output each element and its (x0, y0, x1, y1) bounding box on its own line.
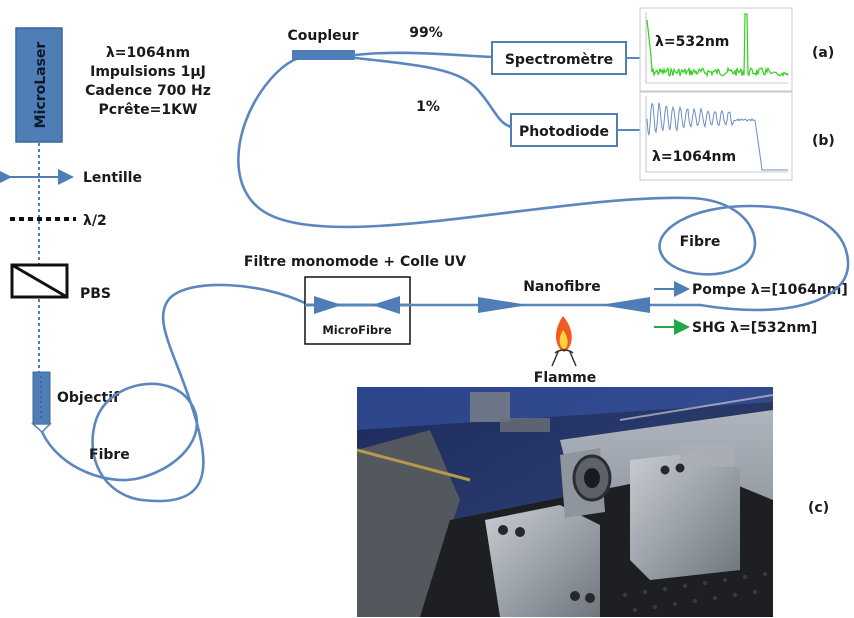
microfibre-box: MicroFibre (304, 276, 411, 345)
flame-icon (551, 316, 577, 367)
filtre-title: Filtre monomode + Colle UV (244, 254, 466, 270)
microlaser: MicroLaser (15, 27, 63, 143)
photo-breadboard-holes (623, 572, 767, 612)
spectrum-panel-b: λ=1064nm (639, 91, 793, 181)
fibre-left-label: Fibre (89, 447, 130, 463)
spectrum-a-trace (646, 13, 789, 78)
spectrum-b-frame (639, 91, 793, 181)
photo-metal-block-right (630, 450, 740, 580)
panel-c-label: (c) (808, 500, 829, 516)
spectrum-b-trace (646, 102, 788, 171)
fiber-left-path (40, 283, 307, 503)
objectif-label: Objectif (57, 390, 120, 406)
pompe-label: Pompe λ=[1064nm] (692, 282, 848, 298)
panel-b-label: (b) (812, 133, 835, 149)
microfibre-taper-right (314, 296, 342, 314)
photodiode-box: Photodiode (510, 113, 618, 147)
nanofibre: Nanofibre (408, 279, 702, 313)
microlaser-body (15, 27, 63, 143)
pbs: PBS (10, 263, 111, 302)
waveplate: λ/2 (10, 213, 107, 229)
nanofibre-taper-in (478, 297, 528, 313)
waveplate-label: λ/2 (83, 213, 107, 229)
lentille: Lentille (0, 169, 142, 186)
panel-a-label: (a) (812, 45, 834, 61)
coupleur-body (292, 50, 355, 60)
shg-label: SHG λ=[532nm] (692, 320, 817, 336)
laser-specs: λ=1064nm Impulsions 1µJ Cadence 700 Hz P… (85, 45, 211, 118)
laser-spec-wavelength: λ=1064nm (106, 45, 190, 61)
spectrum-a-frame (639, 7, 793, 92)
fiber-to-spectrometre (353, 51, 494, 59)
spectrum-b-wavelength: λ=1064nm (652, 149, 736, 165)
pbs-diagonal (11, 263, 68, 299)
ratio-99-label: 99% (409, 25, 443, 41)
photo-metal-block-left (485, 505, 600, 617)
spectrum-a-wavelength: λ=532nm (655, 34, 729, 50)
photodiode-label: Photodiode (519, 124, 609, 140)
laser-spec-peak-power: Pcrête=1KW (99, 102, 198, 118)
ratio-1-label: 1% (416, 99, 440, 115)
lentille-label: Lentille (83, 170, 142, 186)
microfibre-label: MicroFibre (322, 323, 391, 337)
spectrum-panel-a: λ=532nm (639, 7, 793, 92)
objectif-tip (31, 423, 52, 434)
coupleur-label: Coupleur (287, 28, 358, 44)
flamme-label: Flamme (534, 370, 596, 386)
laser-spec-rate: Cadence 700 Hz (85, 83, 211, 99)
fiber-right-path (237, 54, 850, 312)
objectif: Objectif (31, 371, 120, 434)
coupleur: Coupleur (287, 28, 359, 60)
microlaser-label: MicroLaser (33, 42, 49, 129)
microfibre-taper-left (372, 296, 400, 314)
fibre-right-label: Fibre (680, 234, 721, 250)
spectrometre-frame (491, 41, 627, 75)
setup-photo (356, 387, 774, 617)
laser-spec-energy: Impulsions 1µJ (90, 64, 206, 80)
pompe-output: Pompe λ=[1064nm] (654, 281, 848, 298)
nanofibre-label: Nanofibre (523, 279, 601, 295)
nanofibre-taper-out (600, 297, 650, 313)
spectrometre-label: Spectromètre (505, 52, 613, 68)
fiber-to-photodiode (353, 56, 518, 130)
shg-output: SHG λ=[532nm] (654, 319, 817, 336)
pbs-label: PBS (80, 286, 111, 302)
spectrometre-box: Spectromètre (491, 41, 627, 75)
